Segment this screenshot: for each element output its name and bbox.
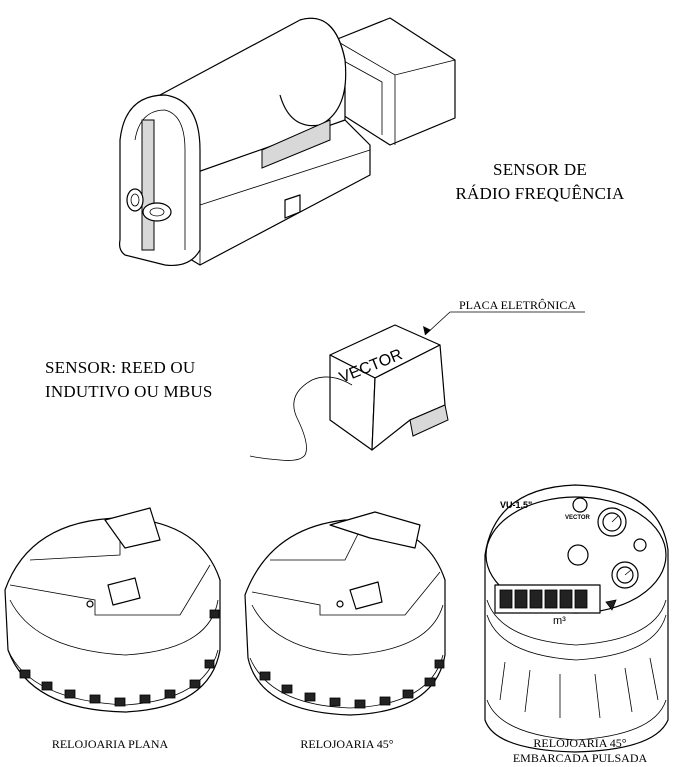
flat-register-label: RELOJOARIA PLANA bbox=[51, 737, 169, 751]
electronic-board-label: PLACA ELETRÔNICA bbox=[459, 298, 576, 312]
electronic-board-drawing bbox=[249, 311, 585, 461]
meter-model: VU-1.5" bbox=[500, 500, 533, 510]
embedded-register-drawing bbox=[484, 484, 669, 753]
meter-brand: VECTOR bbox=[565, 515, 590, 521]
meter-unit: m³ bbox=[553, 615, 566, 627]
register-45-label: RELOJOARIA 45° bbox=[300, 737, 394, 751]
sensor-types-label: SENSOR: REED OU INDUTIVO OU MBUS bbox=[45, 356, 213, 404]
radio-sensor-label-line2: RÁDIO FREQUÊNCIA bbox=[455, 184, 625, 203]
embedded-register-line1: RELOJOARIA 45° bbox=[533, 736, 627, 750]
flat-register-drawing bbox=[4, 507, 221, 713]
radio-sensor-label: SENSOR DE RÁDIO FREQUÊNCIA bbox=[440, 158, 640, 206]
radio-sensor-drawing bbox=[118, 17, 456, 267]
embedded-register-label: RELOJOARIA 45° EMBARCADA PULSADA bbox=[490, 736, 670, 766]
sensor-types-line1: SENSOR: REED OU bbox=[45, 358, 196, 377]
register-45-drawing bbox=[244, 511, 446, 716]
embedded-register-line2: EMBARCADA PULSADA bbox=[512, 751, 648, 765]
sensor-types-line2: INDUTIVO OU MBUS bbox=[45, 382, 213, 401]
radio-sensor-label-line1: SENSOR DE bbox=[493, 160, 587, 179]
